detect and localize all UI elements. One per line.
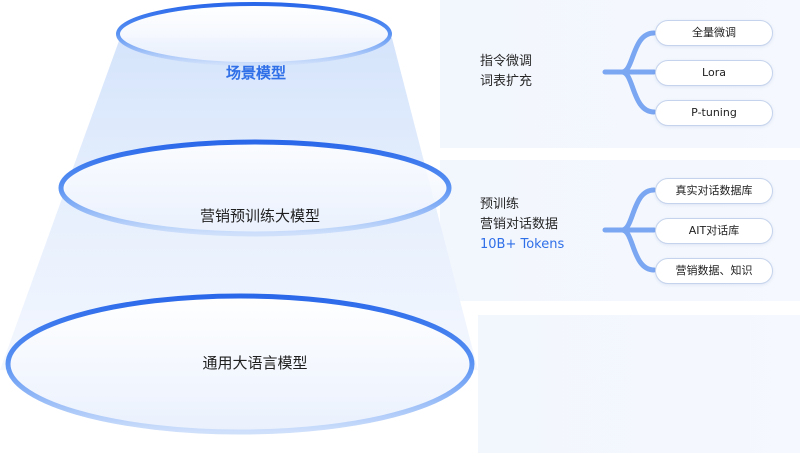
detail-line: 词表扩充	[480, 74, 533, 89]
detail-line: 营销对话数据	[480, 217, 559, 232]
option-pill: 真实对话数据库	[655, 178, 773, 204]
tier-label-scene-model: 场景模型	[225, 64, 287, 82]
tier-label-marketing-pretrain: 营销预训练大模型	[199, 207, 321, 225]
connector-1	[602, 30, 657, 115]
tier-disc-3	[5, 293, 475, 435]
tier-disc-2	[58, 139, 452, 237]
option-pill: 全量微调	[655, 20, 773, 46]
connector-2	[602, 187, 657, 273]
detail-text-2: 预训练 营销对话数据 10B+ Tokens	[480, 195, 564, 255]
tier-disc-1	[116, 2, 392, 66]
option-pill: P-tuning	[655, 100, 773, 126]
option-pill: Lora	[655, 60, 773, 86]
option-pill: AIT对话库	[655, 218, 773, 244]
detail-line: 指令微调	[480, 54, 533, 69]
detail-text-1: 指令微调 词表扩充	[480, 52, 532, 92]
detail-highlight: 10B+ Tokens	[480, 237, 565, 252]
option-pill: 营销数据、知识	[655, 258, 773, 284]
tier-label-general-llm: 通用大语言模型	[202, 354, 308, 372]
detail-line: 预训练	[480, 197, 520, 212]
detail-band-bottom	[478, 315, 800, 453]
